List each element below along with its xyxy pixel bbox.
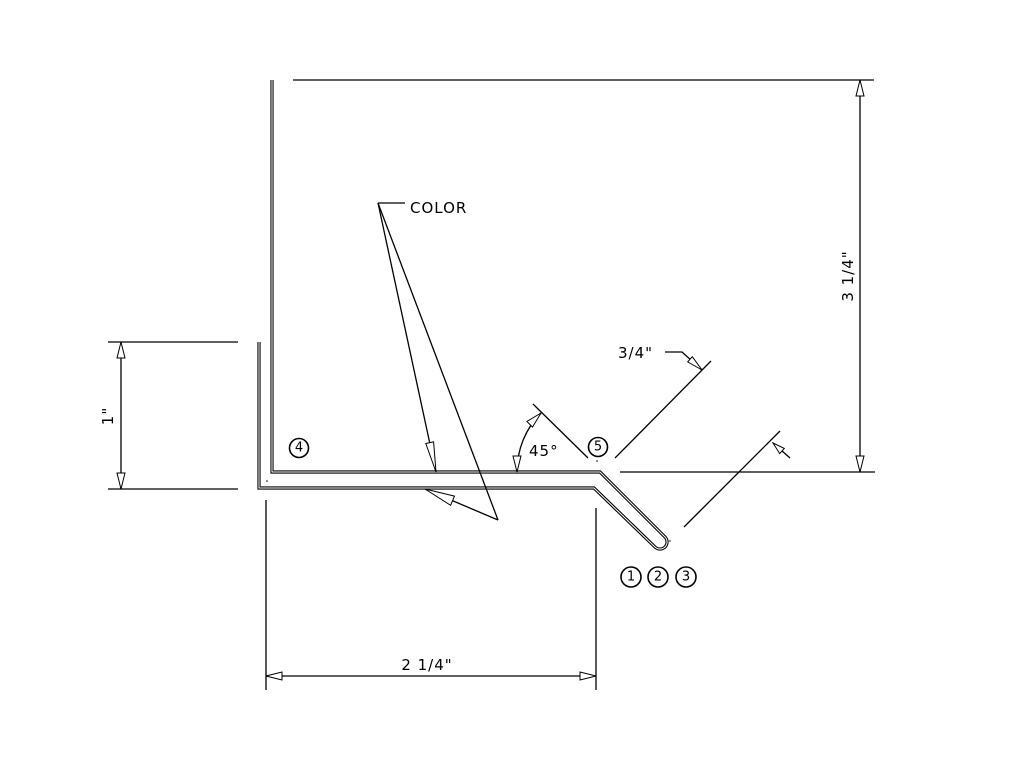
height-dimension-label: 3 1/4": [839, 250, 857, 301]
arrowhead-icon: [425, 441, 437, 473]
flashing-profile-inner-gap: [258, 80, 668, 550]
extension-line: [532, 403, 589, 459]
svg-text:4: 4: [295, 441, 303, 456]
width-dimension-label: 2 1/4": [401, 656, 452, 674]
arrowhead-icon: [424, 488, 456, 507]
height-dimension: 3 1/4": [293, 79, 875, 473]
svg-text:5: 5: [594, 440, 602, 455]
reference-dot: [596, 460, 598, 462]
arrowhead-icon: [526, 412, 542, 428]
angle-dimension: 45°: [512, 403, 589, 473]
callout-4: 4: [288, 437, 310, 459]
svg-text:1: 1: [627, 570, 635, 585]
arrowhead-icon: [686, 355, 703, 371]
arrowhead-icon: [855, 455, 865, 473]
callout-1: 1: [620, 566, 642, 588]
leader-line: [377, 202, 499, 521]
color-note-label: COLOR: [410, 199, 467, 217]
extension-line: [683, 430, 781, 528]
arrowhead-icon: [116, 341, 126, 359]
leader-line: [377, 202, 437, 473]
callout-2: 2: [647, 566, 669, 588]
callout-5: 5: [587, 436, 609, 458]
left-leg-dimension: 1": [99, 341, 238, 490]
color-note-leader: COLOR: [377, 199, 499, 521]
width-dimension: 2 1/4": [265, 500, 597, 690]
arrowhead-icon: [771, 441, 786, 455]
arrowhead-icon: [265, 671, 283, 681]
arrowhead-icon: [116, 472, 126, 490]
arrowhead-icon: [579, 671, 597, 681]
reference-dot: [669, 540, 671, 542]
flashing-profile: [257, 80, 669, 551]
hem-dimension: 3/4": [614, 344, 791, 528]
arrowhead-icon: [512, 455, 522, 473]
hem-dimension-label: 3/4": [618, 344, 653, 362]
angle-dimension-label: 45°: [529, 442, 559, 460]
left-leg-dimension-label: 1": [99, 407, 117, 425]
callout-3: 3: [675, 566, 697, 588]
arrowhead-icon: [855, 79, 865, 97]
reference-dot: [266, 480, 268, 482]
svg-text:3: 3: [682, 570, 690, 585]
svg-text:2: 2: [654, 570, 662, 585]
extension-line: [614, 360, 712, 459]
